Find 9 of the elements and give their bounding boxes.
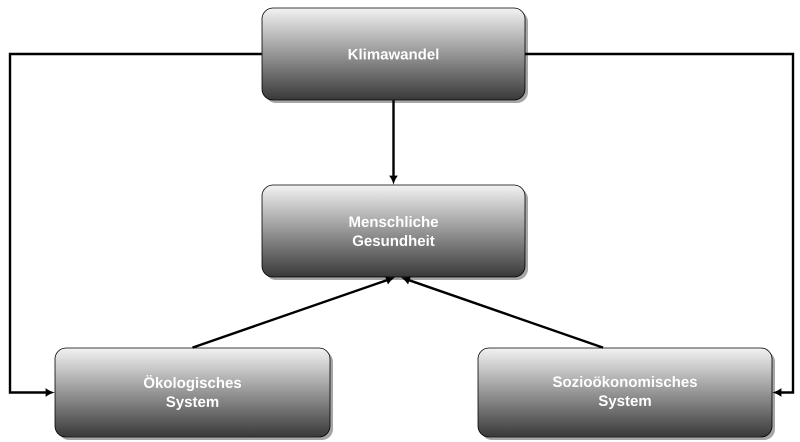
- process-box: Sozioökonomisches System: [478, 348, 772, 438]
- arrow: [525, 52, 794, 396]
- arrow: [192, 276, 394, 349]
- process-box: Klimawandel: [262, 8, 526, 100]
- arrow: [402, 276, 604, 349]
- process-box: Menschliche Gesundheit: [262, 184, 526, 278]
- arrow: [8, 52, 262, 396]
- arrow: [390, 100, 398, 183]
- process-box: Ökologisches System: [54, 348, 330, 438]
